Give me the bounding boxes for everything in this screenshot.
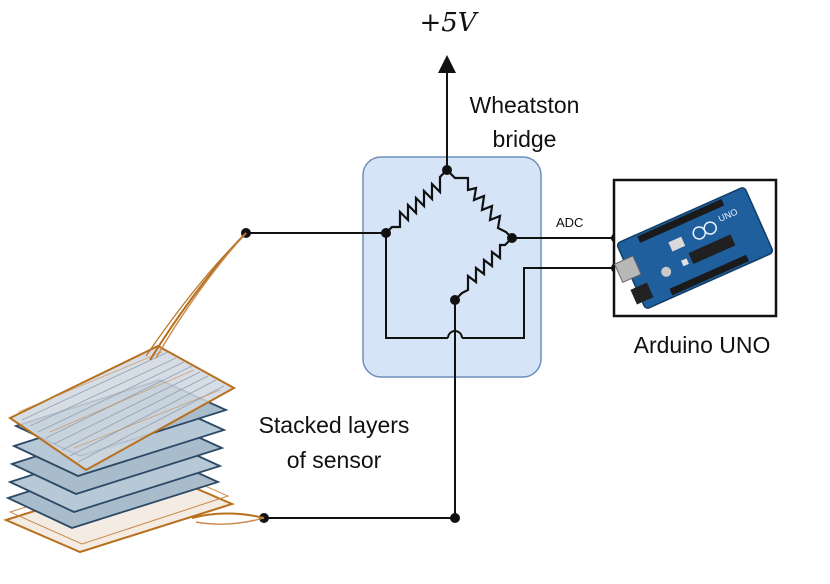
node-bottom: [450, 295, 460, 305]
bridge-label-line1: Wheatston: [469, 92, 580, 118]
bridge-label-line2: bridge: [492, 126, 557, 152]
resistor-top-right: [446, 169, 513, 239]
resistor-bottom: [454, 237, 513, 301]
adc-label: ADC: [556, 215, 584, 230]
sensor-label-line2: of sensor: [286, 447, 382, 473]
bridge-resistors: [385, 169, 513, 301]
arduino-label: Arduino UNO: [633, 332, 771, 358]
sensor-label-line1: Stacked layers: [258, 412, 410, 438]
node-supply: [442, 165, 452, 175]
bridge-label: Wheatston bridge: [452, 88, 597, 156]
sensor-stack: [3, 232, 265, 554]
resistor-top-left: [385, 169, 448, 234]
wheatstone-bridge-box: [362, 156, 542, 378]
arduino-board: UNO: [612, 178, 778, 318]
supply-voltage-label: +5V: [419, 8, 477, 38]
sensor-label: Stacked layers of sensor: [236, 408, 432, 478]
sensor-lead-bottom: [191, 512, 265, 519]
circuit-wires: [246, 232, 616, 519]
node-right: [507, 233, 517, 243]
sensor-lead-top: [149, 232, 247, 361]
node-return: [450, 513, 460, 523]
node-left: [381, 228, 391, 238]
